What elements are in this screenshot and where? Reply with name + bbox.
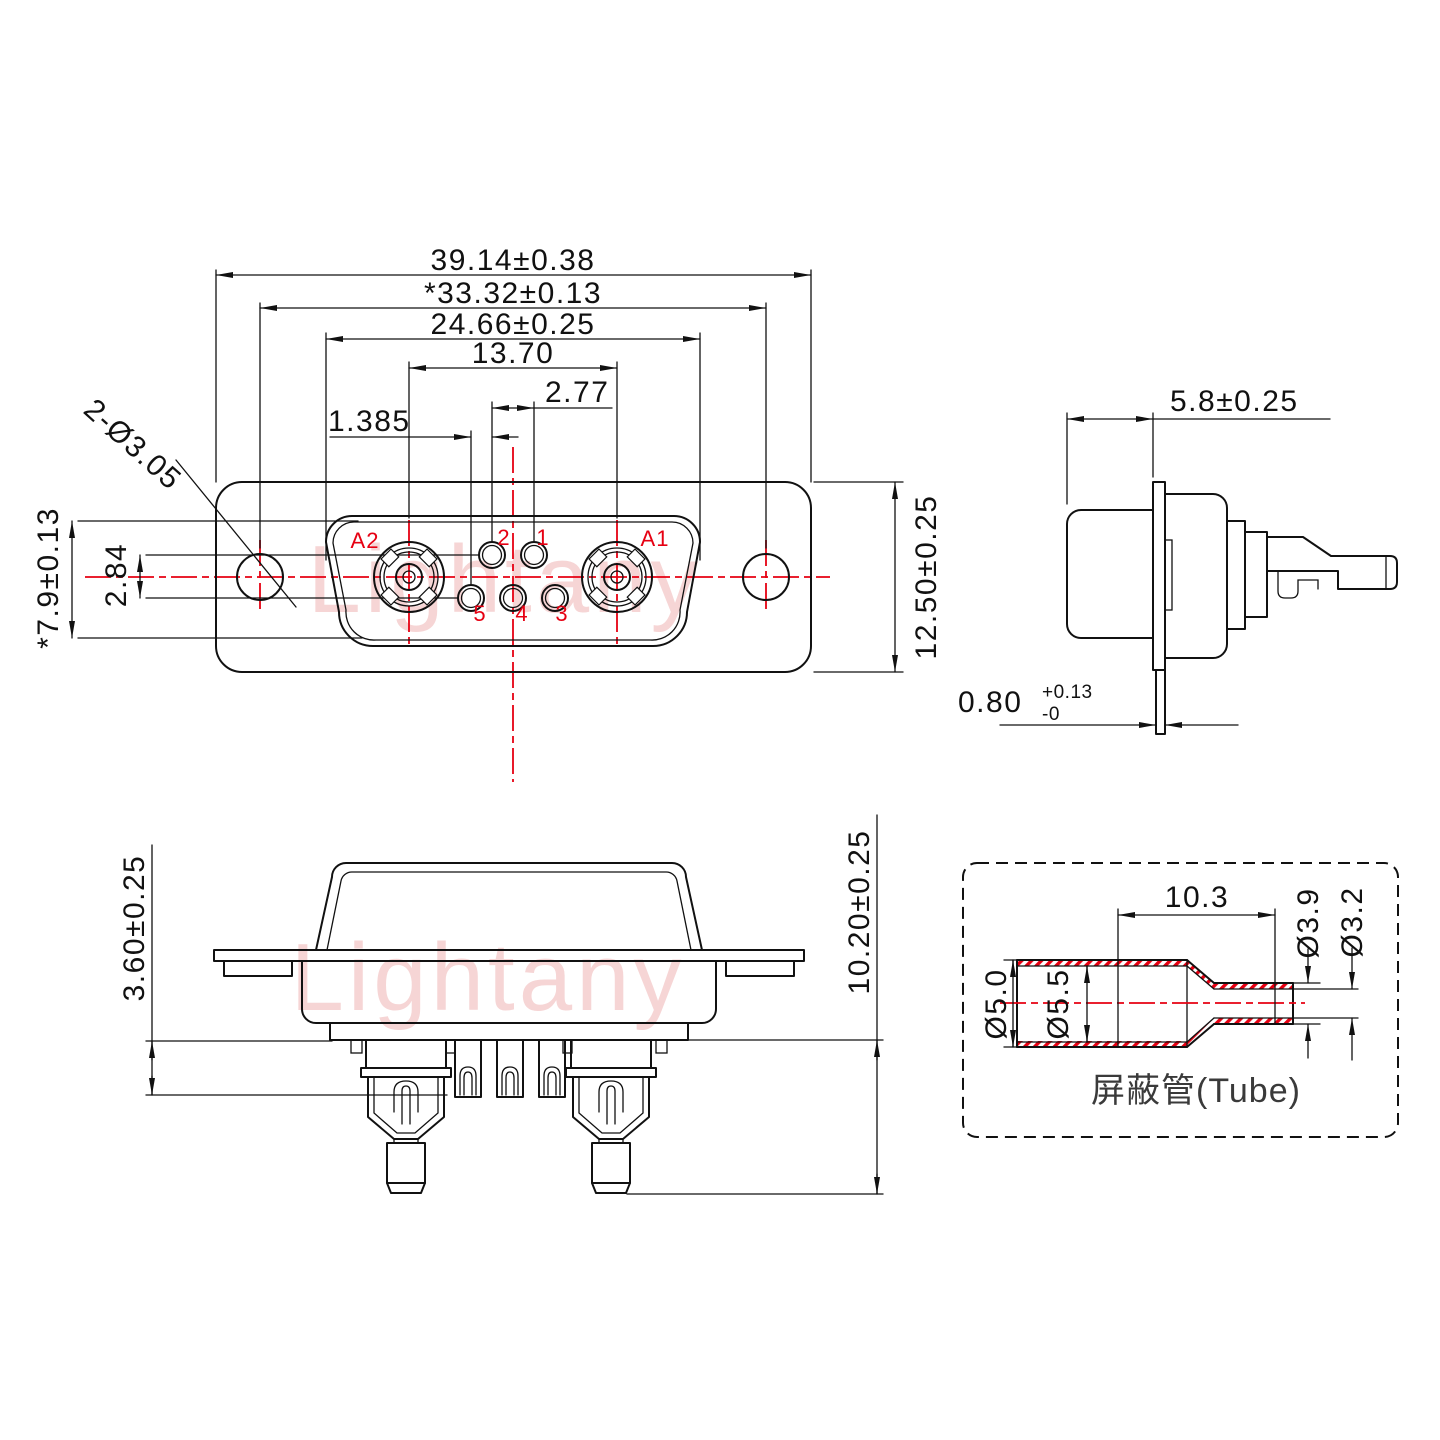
crimp-contact-a2 bbox=[360, 1039, 452, 1194]
dim-id-large: Ø5.5 bbox=[1042, 968, 1075, 1039]
dim-holes-note: 2-Ø3.05 bbox=[77, 393, 187, 497]
label-a2: A2 bbox=[351, 528, 380, 553]
flange-outline bbox=[215, 481, 812, 673]
mounting-hole-right bbox=[742, 553, 790, 601]
flange-plate bbox=[213, 949, 805, 962]
label-pin5: 5 bbox=[473, 601, 486, 626]
contact-barrel bbox=[1266, 536, 1398, 590]
tube-wall-hatch bbox=[1017, 1041, 1187, 1047]
tube-view: 10.3 Ø5.0 Ø5.5 Ø3.9 Ø3.2 屏蔽管(Tube) bbox=[962, 862, 1399, 1138]
bottom-view: 3.60±0.25 10.20±0.25 bbox=[118, 814, 884, 1195]
dim-pin-pitch: 2.77 bbox=[545, 376, 609, 409]
dim-width-outer: 39.14±0.38 bbox=[431, 244, 596, 277]
flange-tail bbox=[1155, 669, 1166, 735]
watermark-front: Lightany bbox=[308, 526, 703, 633]
dim-row-gap: 2.84 bbox=[100, 543, 133, 607]
watermark-bottom: Lightany bbox=[291, 924, 686, 1031]
dim-flange-tol-minus: -0 bbox=[1042, 704, 1060, 725]
label-pin2: 2 bbox=[497, 525, 510, 550]
mounting-hole-left bbox=[236, 553, 284, 601]
side-view: 5.8±0.25 0.80 +0.13 -0 bbox=[958, 385, 1398, 735]
dim-od-large: Ø5.0 bbox=[980, 968, 1013, 1039]
front-view-dimension-lines bbox=[69, 272, 898, 673]
dim-body-height: 3.60±0.25 bbox=[118, 855, 151, 1002]
tube-wall-hatch bbox=[1214, 983, 1293, 989]
crimp-contact-a1 bbox=[565, 1039, 657, 1194]
dim-width-holes: *33.32±0.13 bbox=[424, 277, 602, 310]
signal-contact-5 bbox=[454, 1039, 482, 1098]
flange-ear-right bbox=[725, 960, 795, 977]
front-view: A2 A1 2 1 5 4 3 bbox=[32, 244, 943, 782]
dim-tube-length: 10.3 bbox=[1165, 881, 1229, 914]
dim-flange-thickness: 0.80 bbox=[958, 686, 1022, 719]
tube-wall-hatch bbox=[1187, 960, 1214, 989]
dim-tail-length: 10.20±0.25 bbox=[843, 830, 876, 995]
label-pin1: 1 bbox=[536, 525, 549, 550]
dim-id-small: Ø3.2 bbox=[1336, 886, 1369, 957]
dim-front-depth: 5.8±0.25 bbox=[1170, 385, 1299, 418]
dim-od-small: Ø3.9 bbox=[1292, 887, 1325, 958]
dim-insert-height: *7.9±0.13 bbox=[32, 507, 65, 649]
tube-outline bbox=[1016, 959, 1294, 1048]
dim-width-insert: 24.66±0.25 bbox=[431, 308, 596, 341]
tube-wall-hatch bbox=[1214, 1018, 1293, 1024]
lock-tab bbox=[350, 1039, 363, 1054]
insert-outline-inner bbox=[332, 521, 694, 641]
contact-step-2 bbox=[1244, 531, 1268, 618]
dim-flange-tol-plus: +0.13 bbox=[1042, 682, 1093, 703]
insert-outline-outer bbox=[325, 515, 701, 647]
insulator-side bbox=[1164, 493, 1228, 659]
tube-caption: 屏蔽管(Tube) bbox=[1091, 1072, 1301, 1110]
signal-contact-3 bbox=[538, 1039, 566, 1098]
label-a1: A1 bbox=[641, 526, 670, 551]
lock-tab bbox=[655, 1039, 668, 1054]
contact-step-1 bbox=[1226, 520, 1246, 630]
dim-height-outer: 12.50±0.25 bbox=[910, 495, 943, 660]
tube-wall-hatch bbox=[1017, 960, 1187, 966]
dim-row-offset: 1.385 bbox=[328, 405, 411, 438]
lock-tab bbox=[445, 1039, 456, 1054]
shroud-outer bbox=[315, 862, 703, 951]
detail-border bbox=[962, 862, 1399, 1138]
leader-holes bbox=[175, 459, 297, 608]
insulator-slot bbox=[1164, 539, 1173, 611]
label-pin4: 4 bbox=[515, 601, 528, 626]
dim-coax-pitch: 13.70 bbox=[472, 337, 555, 370]
flange-ear-left bbox=[223, 960, 293, 977]
contact-claw bbox=[1277, 570, 1319, 599]
label-pin3: 3 bbox=[555, 601, 568, 626]
flange-side bbox=[1152, 481, 1166, 671]
shroud-inner bbox=[326, 871, 692, 951]
shroud-side bbox=[1066, 509, 1154, 639]
tube-wall-hatch bbox=[1187, 1018, 1214, 1047]
signal-contact-4 bbox=[496, 1039, 524, 1098]
front-view-extension-lines bbox=[77, 269, 904, 673]
